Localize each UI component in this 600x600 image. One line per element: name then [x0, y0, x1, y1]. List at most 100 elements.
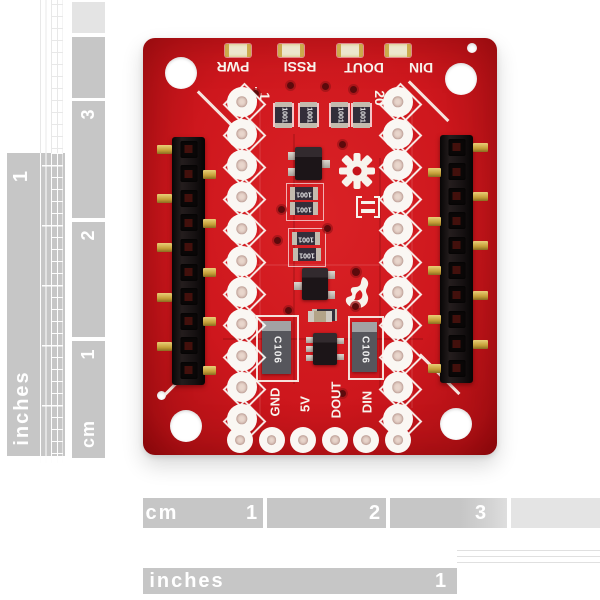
mounting-hole — [445, 63, 477, 95]
header-socket — [180, 337, 197, 355]
pin-hole-center — [392, 223, 404, 235]
pin-hole — [258, 427, 285, 453]
gold-pin — [428, 216, 441, 226]
solder-pad — [326, 291, 335, 299]
gold-pin — [203, 317, 216, 327]
gold-pin — [203, 268, 216, 277]
gold-pin — [428, 266, 441, 275]
via — [352, 303, 359, 310]
via — [324, 225, 331, 232]
header-socket-opening — [452, 216, 461, 225]
gold-pin — [473, 290, 488, 300]
solder-pad — [335, 338, 344, 344]
header-socket-opening — [452, 241, 461, 250]
header-socket-opening — [452, 266, 461, 274]
header-socket-opening — [452, 192, 461, 201]
header-socket — [448, 335, 465, 353]
solder-pad — [306, 346, 315, 352]
solder-pad — [306, 337, 315, 343]
mounting-hole — [170, 410, 202, 442]
header-socket-opening — [184, 292, 193, 301]
label-gnd: GND — [267, 387, 283, 417]
solder-pad — [288, 152, 297, 160]
bracket-icon — [356, 196, 380, 218]
pcb-trace — [233, 264, 413, 266]
header-socket — [180, 140, 197, 158]
header-socket — [180, 214, 197, 232]
header-socket-opening — [184, 218, 193, 227]
resistor: 1001 — [290, 202, 318, 215]
pcb-trace — [379, 158, 381, 388]
header-right — [440, 135, 473, 383]
pin-hole — [383, 87, 413, 117]
silkscreen-box — [348, 316, 384, 380]
ruler-left-cm-seg1 — [72, 341, 105, 458]
header-socket-opening — [184, 366, 193, 375]
ruler-bottom-ticks-faint — [457, 537, 600, 567]
ruler-bottom-cm-seg2 — [267, 498, 386, 528]
header-socket — [448, 138, 465, 156]
ruler-left-cm-number-1: 1 — [78, 348, 98, 360]
pin-hole-center — [392, 381, 404, 393]
header-socket-opening — [452, 315, 461, 324]
header-socket-opening — [184, 194, 193, 203]
capacitor — [308, 311, 332, 322]
header-socket-opening — [452, 290, 461, 299]
pin-hole-center — [236, 96, 248, 108]
gold-pin — [157, 292, 172, 302]
pin-hole — [227, 308, 257, 339]
pin-hole-center — [236, 254, 248, 267]
pin-hole — [227, 87, 257, 117]
pin-hole — [290, 427, 317, 453]
fiducial-dot — [467, 43, 477, 53]
ruler-bottom-inch-label: inches — [149, 570, 225, 592]
gold-pin — [157, 243, 172, 253]
label-dout-bottom: DOUT — [328, 381, 344, 419]
via — [287, 82, 294, 89]
pin-hole-center — [361, 435, 372, 445]
solder-pad — [321, 160, 330, 168]
ruler-bottom-cm-label: cm — [145, 502, 179, 524]
pin-hole — [353, 427, 380, 453]
resistor: 1001 — [292, 232, 320, 245]
header-socket-opening — [184, 243, 193, 252]
via — [278, 206, 285, 213]
resistor: 1001 — [300, 102, 317, 128]
solder-pad — [326, 271, 335, 279]
din-led — [385, 44, 411, 57]
via — [274, 237, 281, 244]
pin-hole — [385, 427, 411, 453]
ruler-bottom-inch-number: 1 — [434, 570, 448, 592]
via — [339, 141, 346, 148]
mounting-hole — [165, 57, 197, 89]
pin-hole — [383, 245, 413, 276]
header-left — [172, 137, 205, 385]
gold-pin — [157, 194, 172, 204]
ruler-left-cm-seg4a — [72, 37, 105, 98]
pin-hole — [227, 245, 257, 276]
pin-hole — [227, 277, 257, 308]
ruler-left-cm-ticks — [42, 165, 63, 463]
header-socket — [448, 359, 465, 377]
pin-hole-center — [392, 127, 404, 140]
gold-pin — [157, 145, 172, 154]
resistor: 1001 — [275, 102, 292, 128]
pin-hole — [227, 182, 257, 213]
pin-hole — [383, 118, 413, 149]
gold-pin — [473, 339, 488, 349]
header-socket — [180, 238, 197, 256]
pin-hole — [321, 427, 348, 453]
ruler-left-inch-number: 1 — [10, 169, 32, 183]
header-socket-opening — [184, 317, 193, 326]
pin-hole — [227, 150, 257, 181]
resistor: 1001 — [293, 248, 321, 261]
label-5v: 5V — [297, 396, 313, 412]
pin-hole — [227, 372, 257, 403]
via — [339, 390, 346, 397]
silkscreen-box — [256, 315, 299, 382]
pin-hole-center — [236, 127, 248, 140]
pin-hole — [383, 213, 413, 244]
pin-hole-center — [236, 381, 248, 393]
pin-hole-center — [392, 159, 404, 172]
label-din-top: DIN — [408, 60, 434, 76]
